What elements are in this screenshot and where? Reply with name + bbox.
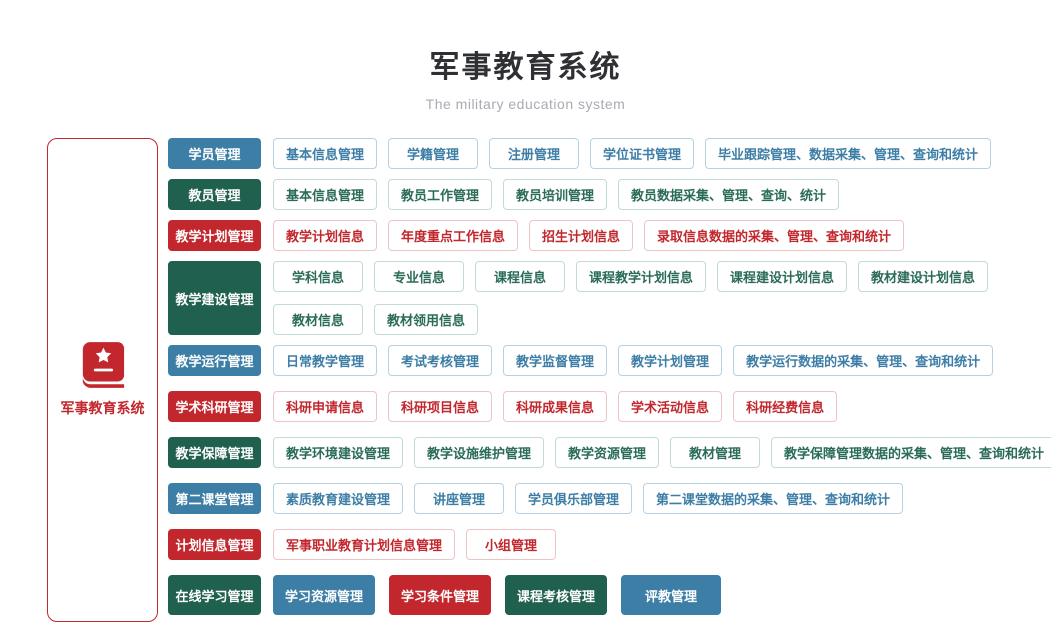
module-button[interactable]: 第二课堂数据的采集、管理、查询和统计 [643, 483, 904, 514]
module-list: 素质教育建设管理 讲座管理 学员俱乐部管理 第二课堂数据的采集、管理、查询和统计 [273, 483, 904, 514]
module-button[interactable]: 教学运行数据的采集、管理、查询和统计 [733, 345, 994, 376]
content: 军事教育系统 学员管理 基本信息管理 学籍管理 注册管理 学位证书管理 毕业跟踪… [47, 138, 1051, 622]
module-button[interactable]: 学位证书管理 [590, 138, 695, 169]
module-button[interactable]: 年度重点工作信息 [388, 220, 519, 251]
module-button[interactable]: 科研成果信息 [503, 391, 608, 422]
module-button[interactable]: 教学环境建设管理 [273, 437, 404, 468]
module-button[interactable]: 录取信息数据的采集、管理、查询和统计 [644, 220, 905, 251]
category-row-plan-info: 计划信息管理 军事职业教育计划信息管理 小组管理 [168, 529, 1051, 560]
module-list: 基本信息管理 学籍管理 注册管理 学位证书管理 毕业跟踪管理、数据采集、管理、查… [273, 138, 992, 169]
module-button[interactable]: 学习条件管理 [389, 575, 492, 615]
module-button[interactable]: 学习资源管理 [273, 575, 376, 615]
module-button[interactable]: 教学资源管理 [555, 437, 660, 468]
module-button[interactable]: 教学监督管理 [503, 345, 608, 376]
category-button[interactable]: 在线学习管理 [168, 575, 261, 615]
category-row-teaching-operation: 教学运行管理 日常教学管理 考试考核管理 教学监督管理 教学计划管理 教学运行数… [168, 345, 1051, 376]
category-button[interactable]: 教学建设管理 [168, 261, 261, 335]
category-row-teaching-plan: 教学计划管理 教学计划信息 年度重点工作信息 招生计划信息 录取信息数据的采集、… [168, 220, 1051, 251]
module-button[interactable]: 课程考核管理 [505, 575, 608, 615]
page-subtitle: The military education system [425, 96, 626, 112]
book-star-icon [82, 342, 124, 388]
module-button[interactable]: 科研项目信息 [388, 391, 493, 422]
module-button[interactable]: 学籍管理 [388, 138, 479, 169]
module-button[interactable]: 教材建设计划信息 [858, 261, 989, 292]
category-row-academic-research: 学术科研管理 科研申请信息 科研项目信息 科研成果信息 学术活动信息 科研经费信… [168, 391, 1051, 422]
module-list: 学习资源管理 学习条件管理 课程考核管理 评教管理 [273, 575, 735, 615]
module-list-line1: 学科信息 专业信息 课程信息 课程教学计划信息 课程建设计划信息 教材建设计划信… [273, 261, 989, 292]
module-button[interactable]: 素质教育建设管理 [273, 483, 404, 514]
sidebar-label: 军事教育系统 [60, 400, 145, 416]
page-header: 军事教育系统 The military education system [0, 0, 1051, 112]
module-button[interactable]: 日常教学管理 [273, 345, 378, 376]
module-button[interactable]: 科研申请信息 [273, 391, 378, 422]
module-button[interactable]: 学术活动信息 [618, 391, 723, 422]
module-button[interactable]: 课程建设计划信息 [717, 261, 848, 292]
module-button[interactable]: 科研经费信息 [733, 391, 838, 422]
category-row-second-classroom: 第二课堂管理 素质教育建设管理 讲座管理 学员俱乐部管理 第二课堂数据的采集、管… [168, 483, 1051, 514]
module-button[interactable]: 专业信息 [374, 261, 464, 292]
category-button[interactable]: 教学运行管理 [168, 345, 261, 376]
category-button[interactable]: 学员管理 [168, 138, 261, 169]
module-button[interactable]: 课程信息 [475, 261, 565, 292]
module-button[interactable]: 注册管理 [489, 138, 580, 169]
module-button[interactable]: 教学保障管理数据的采集、管理、查询和统计 [771, 437, 1051, 468]
module-button[interactable]: 学员俱乐部管理 [515, 483, 633, 514]
category-button[interactable]: 计划信息管理 [168, 529, 261, 560]
module-list: 学科信息 专业信息 课程信息 课程教学计划信息 课程建设计划信息 教材建设计划信… [273, 261, 989, 335]
page-title: 军事教育系统 [429, 51, 622, 84]
module-list: 教学环境建设管理 教学设施维护管理 教学资源管理 教材管理 教学保障管理数据的采… [273, 437, 1051, 468]
module-list: 日常教学管理 考试考核管理 教学监督管理 教学计划管理 教学运行数据的采集、管理… [273, 345, 994, 376]
module-button[interactable]: 教学计划信息 [273, 220, 378, 251]
module-button[interactable]: 教学设施维护管理 [414, 437, 545, 468]
module-button[interactable]: 教材领用信息 [374, 304, 479, 335]
module-button[interactable]: 教学计划管理 [618, 345, 723, 376]
category-button[interactable]: 教学计划管理 [168, 220, 261, 251]
category-row-student: 学员管理 基本信息管理 学籍管理 注册管理 学位证书管理 毕业跟踪管理、数据采集… [168, 138, 1051, 169]
sidebar-panel: 军事教育系统 [47, 138, 158, 622]
module-list: 军事职业教育计划信息管理 小组管理 [273, 529, 557, 560]
module-button[interactable]: 教员数据采集、管理、查询、统计 [618, 179, 840, 210]
module-list-line2: 教材信息 教材领用信息 [273, 304, 988, 335]
module-button[interactable]: 评教管理 [621, 575, 722, 615]
category-row-teaching-construction: 教学建设管理 学科信息 专业信息 课程信息 课程教学计划信息 课程建设计划信息 … [168, 261, 1051, 335]
category-row-teaching-support: 教学保障管理 教学环境建设管理 教学设施维护管理 教学资源管理 教材管理 教学保… [168, 437, 1051, 468]
module-button[interactable]: 课程教学计划信息 [576, 261, 707, 292]
module-button[interactable]: 小组管理 [466, 529, 557, 560]
rows-container: 学员管理 基本信息管理 学籍管理 注册管理 学位证书管理 毕业跟踪管理、数据采集… [168, 138, 1051, 615]
module-button[interactable]: 毕业跟踪管理、数据采集、管理、查询和统计 [705, 138, 992, 169]
category-button[interactable]: 教学保障管理 [168, 437, 261, 468]
module-list: 科研申请信息 科研项目信息 科研成果信息 学术活动信息 科研经费信息 [273, 391, 838, 422]
module-button[interactable]: 教员培训管理 [503, 179, 608, 210]
module-button[interactable]: 教材管理 [670, 437, 761, 468]
module-button[interactable]: 学科信息 [273, 261, 363, 292]
module-button[interactable]: 招生计划信息 [529, 220, 634, 251]
module-list: 教学计划信息 年度重点工作信息 招生计划信息 录取信息数据的采集、管理、查询和统… [273, 220, 905, 251]
module-button[interactable]: 讲座管理 [414, 483, 505, 514]
module-button[interactable]: 基本信息管理 [273, 179, 378, 210]
module-button[interactable]: 教员工作管理 [388, 179, 493, 210]
category-button[interactable]: 教员管理 [168, 179, 261, 210]
module-button[interactable]: 教材信息 [273, 304, 363, 335]
module-button[interactable]: 基本信息管理 [273, 138, 378, 169]
module-list: 基本信息管理 教员工作管理 教员培训管理 教员数据采集、管理、查询、统计 [273, 179, 840, 210]
module-button[interactable]: 考试考核管理 [388, 345, 493, 376]
category-button[interactable]: 第二课堂管理 [168, 483, 261, 514]
module-button[interactable]: 军事职业教育计划信息管理 [273, 529, 456, 560]
category-row-teacher: 教员管理 基本信息管理 教员工作管理 教员培训管理 教员数据采集、管理、查询、统… [168, 179, 1051, 210]
category-row-online-learning: 在线学习管理 学习资源管理 学习条件管理 课程考核管理 评教管理 [168, 575, 1051, 615]
category-button[interactable]: 学术科研管理 [168, 391, 261, 422]
